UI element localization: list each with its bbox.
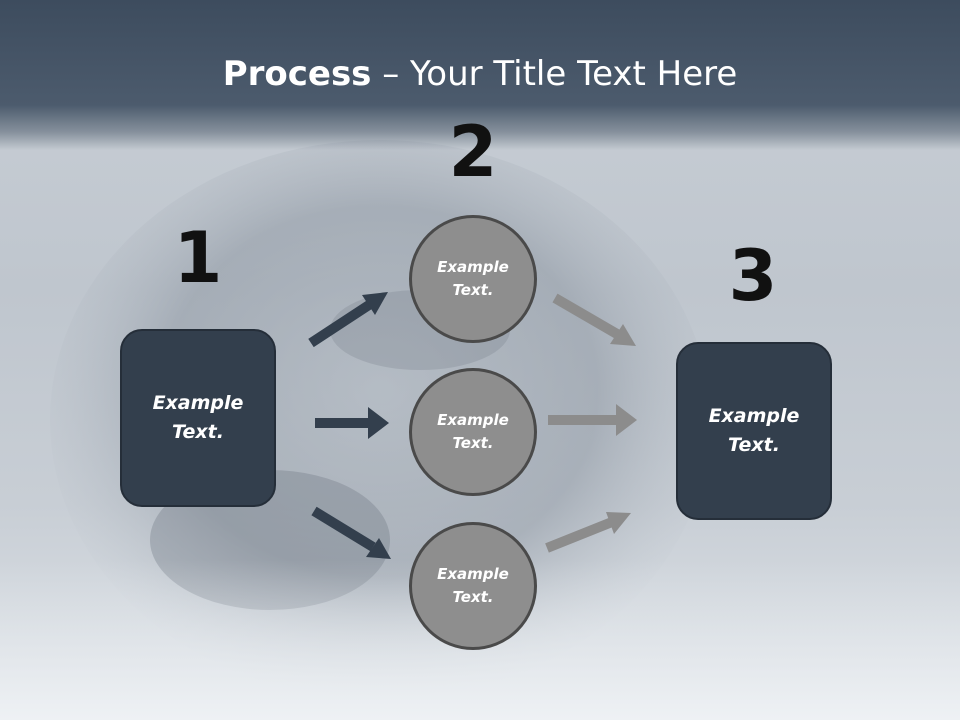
step-2-circle-bottom: Example Text. [409, 522, 537, 650]
step-2-circle-top-label: Example Text. [437, 258, 509, 299]
slide-title: Process – Your Title Text Here [0, 52, 960, 96]
step-2-circle-top: Example Text. [409, 215, 537, 343]
step-number-1: 1 [173, 217, 223, 299]
step-2-circle-middle: Example Text. [409, 368, 537, 496]
arrow-box-to-bottom-circle [311, 506, 391, 559]
step-number-2: 2 [448, 111, 498, 193]
arrow-box-to-middle-circle [315, 407, 389, 439]
arrow-box-to-top-circle [308, 292, 388, 348]
step-1-box: Example Text. [120, 329, 276, 507]
arrow-middle-circle-to-box [548, 404, 637, 436]
title-band [0, 0, 960, 150]
step-1-label: Example Text. [152, 392, 244, 443]
title-bold: Process [222, 54, 372, 94]
arrow-top-circle-to-box [552, 293, 636, 346]
step-2-circle-middle-label: Example Text. [437, 411, 509, 452]
arrow-bottom-circle-to-box [545, 512, 631, 553]
step-number-3: 3 [728, 235, 778, 317]
step-3-box: Example Text. [676, 342, 832, 520]
step-2-circle-bottom-label: Example Text. [437, 565, 509, 606]
title-rest: – Your Title Text Here [371, 54, 738, 94]
step-3-label: Example Text. [708, 405, 800, 456]
